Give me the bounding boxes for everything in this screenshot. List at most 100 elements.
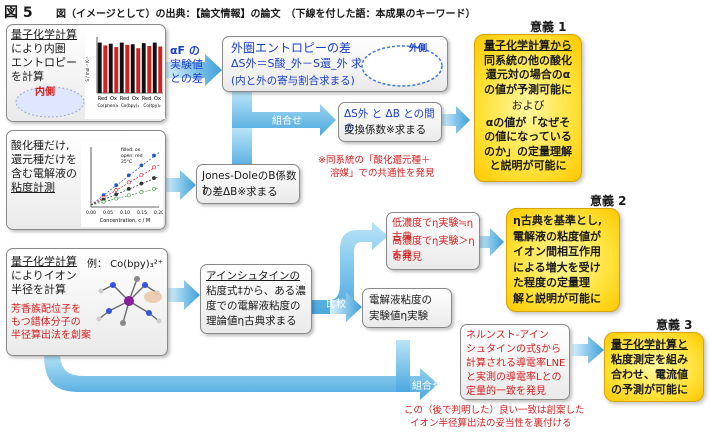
- data-point: [152, 176, 156, 180]
- bar: [158, 46, 163, 93]
- arrow-compare: [312, 222, 388, 314]
- nernst-text: ネルンスト-アイン シュタインの式§から 計算される導電率LNE と実測の導電率…: [466, 330, 566, 397]
- bar: [125, 44, 130, 93]
- line-xlabel: Concentration, c / M: [100, 218, 150, 224]
- bar: [152, 42, 157, 93]
- box1-text: 量子化学計算 により内圏 エントロピー を計算: [11, 28, 77, 83]
- outer-sphere-bubble: [361, 45, 443, 87]
- alpha-text: αF の 実験値 との差: [170, 44, 203, 85]
- box-viscosity-experimental: 電解液粘度の 実験値η実験: [362, 288, 452, 328]
- data-point: [114, 192, 119, 197]
- significance-1-heading: 意義 1: [530, 20, 567, 34]
- figure-label: 図 5: [4, 5, 33, 21]
- figure-caption: 図（イメージとして）の出典：【論文情報】の論文 （下線を付した語：本成果のキーワ…: [56, 9, 476, 20]
- bar-category-label: Red: [142, 96, 152, 102]
- line-legend-entry: 25°C: [121, 159, 132, 165]
- arrow-coeff-to-sig1: [440, 106, 470, 134]
- bar: [130, 44, 135, 93]
- box-ion-radius: 量子化学計算 によりイオン 半径を計算 例： Co(bpy)₃²⁺ 芳香族配位子…: [6, 248, 168, 356]
- box-jones-dole: Jones-DoleのB係数† の差ΔB※求まる: [196, 164, 300, 204]
- data-point: [114, 183, 119, 188]
- bar-category-label: Red: [120, 96, 130, 102]
- entropy-line2: ΔS外＝S酸_外－S還_外 求まる: [231, 57, 384, 70]
- line-chart-bg: [81, 141, 163, 227]
- bar: [119, 42, 124, 93]
- note-validation: この（後で判明した）良い一致は創案した イオン半径算出法の妥当性を裏付ける: [404, 405, 585, 429]
- bar: [103, 45, 108, 93]
- bar: [97, 42, 102, 93]
- line-xtick: 0.20: [154, 210, 163, 216]
- line-legend-entry: filled: ox: [121, 147, 141, 153]
- molecule-image: [96, 276, 162, 326]
- arrow-box1-to-entropy: [165, 54, 222, 86]
- significance-2-box: η古典を基準とし, 電解液の粘度値が イオン間相互作用 による増大を受け た程度…: [506, 208, 620, 312]
- coeff-line1: ΔS外 と ΔB との間の: [344, 108, 435, 134]
- entropy-line3: (内と外の寄与割合求まる): [231, 75, 355, 87]
- arrow-find-to-sig2: [476, 228, 504, 256]
- find-line2: 高濃度でη実験＞η古典: [392, 236, 475, 261]
- significance-2-heading: 意義 2: [590, 194, 627, 208]
- jones-line1: Jones-DoleのB係数†: [202, 170, 297, 196]
- box3-text: 量子化学計算 によりイオン 半径を計算: [11, 255, 77, 296]
- line-xtick: 0.05: [103, 210, 113, 216]
- line-xtick: 0.00: [86, 210, 96, 216]
- find-line3: を発見: [392, 252, 422, 263]
- jones-line2: の差ΔB※求まる: [202, 186, 278, 198]
- box-einstein-viscosity: アインシュタインの 粘度式‡から、ある濃 度での電解液粘度の 理論値η古典求まる: [200, 264, 312, 334]
- box-outer-entropy: 外圏エントロピーの差 ΔS外＝S酸_外－S還_外 求まる (内と外の寄与割合求ま…: [222, 36, 448, 92]
- einstein-text: アインシュタインの 粘度式‡から、ある濃 度での電解液粘度の 理論値η古典求まる: [206, 270, 306, 327]
- bar-category-label: Ox: [132, 96, 139, 102]
- arrow-box3-to-einstein: [168, 280, 200, 310]
- combine-label-2: 組合せ: [412, 381, 442, 392]
- bar: [136, 48, 141, 93]
- box-conversion-coefficient: ΔS外 と ΔB との間の 変換係数※求まる: [338, 102, 442, 142]
- coeff-line2: 変換係数※求まる: [344, 124, 427, 136]
- visc-line2: 実験値η実験: [369, 310, 429, 322]
- bar-ylabel: S / mol⁻¹ K⁻¹: [85, 56, 90, 82]
- data-point: [152, 186, 156, 191]
- arrow-combine-1: [232, 92, 336, 136]
- line-legend-entry: open: red: [121, 153, 143, 159]
- complex-example: 例： Co(bpy)₃²⁺: [87, 259, 163, 270]
- bar-category-label: Ox: [154, 96, 161, 102]
- data-point: [139, 181, 144, 186]
- data-point: [139, 163, 144, 168]
- arrow-nernst-to-sig3: [572, 336, 604, 364]
- box3-red-text: 芳香族配位子を もつ錯体分子の 半径算出法を創案: [11, 304, 91, 341]
- data-point: [139, 190, 144, 194]
- data-point: [114, 196, 119, 201]
- visc-line1: 電解液粘度の: [369, 294, 432, 306]
- data-point: [101, 199, 106, 204]
- box-nernst-einstein: ネルンスト-アイン シュタインの式§から 計算される導電率LNE と実測の導電率…: [460, 324, 570, 400]
- bar-group-label: Co(phen)₃: [98, 103, 119, 108]
- significance-1-box: 量子化学計算から 同系統の他の酸化 還元対の場合のα の値が予測可能に および …: [474, 34, 582, 182]
- find-line1: 低濃度でη実験≒η古典: [392, 218, 474, 243]
- bar: [114, 47, 119, 93]
- line-xtick: 0.15: [137, 210, 147, 216]
- compare-label: 比較: [326, 299, 346, 310]
- entropy-line1: 外圏エントロピーの差: [231, 41, 352, 55]
- inner-bubble-label: 内側: [35, 87, 55, 98]
- inner-sphere-bubble: [15, 86, 85, 118]
- data-point: [126, 193, 131, 198]
- arrow-box2-to-jones: [165, 170, 196, 200]
- significance-3-heading: 意義 3: [656, 318, 693, 332]
- data-point: [126, 180, 131, 185]
- fit-line: [90, 164, 160, 206]
- outer-bubble-label: 外側: [409, 44, 428, 54]
- combine-label-1: 組合せ: [272, 116, 302, 127]
- data-point: [152, 153, 156, 158]
- data-point: [152, 165, 156, 170]
- bar-category-label: Red: [98, 96, 108, 102]
- bar: [141, 43, 146, 93]
- data-point: [126, 173, 131, 178]
- data-point: [126, 186, 131, 191]
- bar-group-label: Co(tpy)₂: [143, 103, 161, 108]
- bar: [108, 43, 113, 93]
- bar: [147, 45, 152, 93]
- arrow-combine-2: [44, 352, 438, 400]
